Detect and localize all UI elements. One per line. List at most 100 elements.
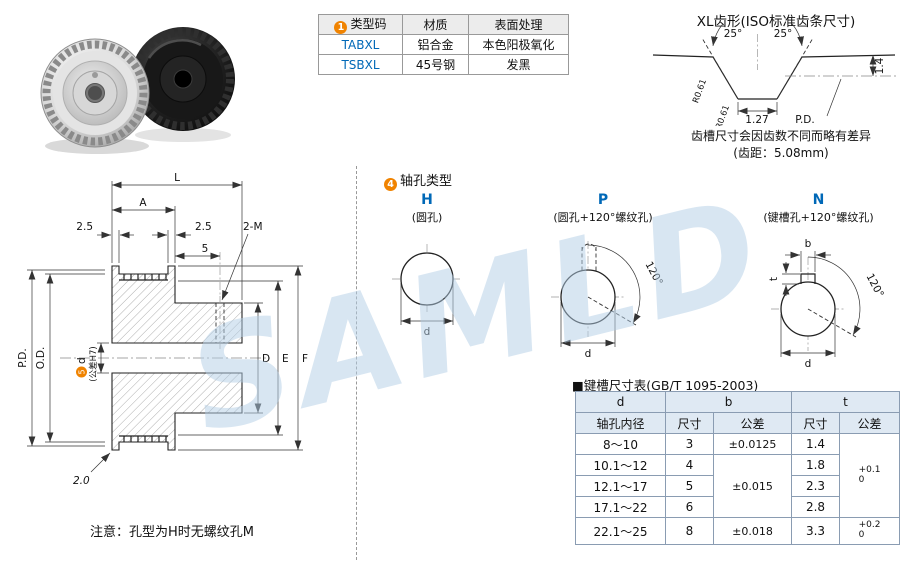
surface-cell: 本色阳极氧化 bbox=[468, 34, 569, 55]
extension-lines bbox=[111, 181, 243, 300]
hole-type-n-diagram: b t 120° d bbox=[768, 238, 886, 370]
tooth-profile-title: XL齿形(ISO标准齿条尺寸) bbox=[696, 14, 856, 30]
dim-E bbox=[178, 280, 283, 436]
h-dim-d bbox=[400, 283, 454, 325]
dim-label-PD: P.D. bbox=[17, 348, 29, 367]
kw-cell-t-size: 1.8 bbox=[791, 454, 840, 476]
hole-type-p-diagram: 120° d bbox=[551, 241, 665, 360]
material-header: 材质 bbox=[402, 14, 469, 35]
flange-thickness-leader bbox=[90, 452, 111, 473]
black-pulley-image bbox=[131, 27, 235, 142]
t-tol-lower: 0 bbox=[858, 474, 865, 485]
dim-label-A: A bbox=[139, 197, 147, 209]
body-upper-section bbox=[111, 265, 243, 344]
n-dim-t-label: t bbox=[768, 277, 780, 281]
table-row: TSBXL 45号钢 发黑 bbox=[318, 54, 569, 75]
kw-cell-t-size: 2.3 bbox=[791, 475, 840, 497]
tooth-note-line2: (齿距：5.08mm) bbox=[733, 146, 829, 161]
tooth-profile-diagram: 25° 25° R0.61 R0.61 1.27 P.D. 1.4 bbox=[652, 24, 898, 126]
hole-type-h-subtitle: (圆孔) bbox=[411, 211, 443, 224]
surface-header: 表面处理 bbox=[468, 14, 569, 35]
hole-type-n: N (键槽孔+120°螺纹孔) b t 120° d bbox=[726, 192, 911, 397]
hole-type-h-label: H bbox=[421, 192, 433, 208]
p-angle-arc bbox=[587, 244, 641, 324]
kw-cell-d: 8～10 bbox=[575, 433, 666, 455]
p-dim-d-label: d bbox=[585, 348, 592, 360]
kw-header-d: d bbox=[575, 391, 666, 413]
h-dim-d-label: d bbox=[424, 326, 431, 338]
n-keyway-notch bbox=[800, 273, 816, 284]
n-dim-t bbox=[782, 262, 800, 296]
angle-arc bbox=[711, 24, 804, 47]
hole-type-p-subtitle: (圆孔+120°螺纹孔) bbox=[553, 211, 653, 224]
n-dim-b bbox=[785, 251, 831, 272]
kw-cell-b-tol: ±0.018 bbox=[713, 517, 792, 545]
kw-cell-t-size: 3.3 bbox=[791, 517, 840, 545]
kw-cell-b-size: 6 bbox=[665, 496, 714, 518]
t-tol-lower: 0 bbox=[858, 530, 865, 540]
flank-extension-left bbox=[701, 37, 739, 100]
dim-label-flange-left: 2.5 bbox=[76, 221, 93, 233]
kw-header-t-tol: 公差 bbox=[839, 412, 900, 434]
section-divider bbox=[356, 166, 357, 560]
dim-label-F: F bbox=[302, 353, 308, 365]
hole-type-h: H (圆孔) d bbox=[372, 192, 482, 347]
dim-label-L: L bbox=[174, 172, 180, 184]
p-angle-label: 120° bbox=[642, 260, 664, 288]
kw-cell-t-size: 2.8 bbox=[791, 496, 840, 518]
hole-type-n-subtitle: (键槽孔+120°螺纹孔) bbox=[763, 211, 874, 224]
badge-5-icon bbox=[76, 366, 87, 378]
kw-cell-b-size: 8 bbox=[665, 517, 714, 545]
type-code-cell: TSBXL bbox=[318, 54, 403, 75]
pitch-label: P.D. bbox=[795, 114, 814, 126]
n-angle-label: 120° bbox=[863, 272, 885, 300]
kw-cell-b-tol: ±0.0125 bbox=[713, 433, 792, 455]
kw-cell-b-size: 3 bbox=[665, 433, 714, 455]
kw-cell-d: 12.1～17 bbox=[575, 475, 666, 497]
table-row: TABXL 铝合金 本色阳极氧化 bbox=[318, 34, 569, 55]
pulley-section-drawing: 2-M L A 2.5 2.5 5 P.D. O.D. 5 d (公差H7) bbox=[17, 172, 308, 487]
dim-label-E: E bbox=[282, 353, 289, 365]
kw-header-t-size: 尺寸 bbox=[791, 412, 840, 434]
bore-label-group: 5 d (公差H7) bbox=[76, 346, 99, 382]
kw-header-b-tol: 公差 bbox=[713, 412, 792, 434]
badge-1-icon: 1 bbox=[334, 21, 348, 34]
tooth-height-label: 1.4 bbox=[874, 57, 886, 74]
silver-pulley-image bbox=[40, 38, 150, 154]
kw-header-d-sub: 轴孔内径 bbox=[575, 412, 666, 434]
kw-header-t: t bbox=[791, 391, 900, 413]
keyway-header-row-1: d b t bbox=[575, 391, 900, 413]
dim-label-D: D bbox=[262, 353, 270, 365]
tooth-profile-note: 齿槽尺寸会因齿数不同而略有差异 (齿距：5.08mm) bbox=[650, 128, 912, 163]
radius-top-label: R0.61 bbox=[691, 78, 709, 105]
kw-cell-b-size: 5 bbox=[665, 475, 714, 497]
screw-leader bbox=[221, 233, 249, 301]
hole-types-title-label: 轴孔类型 bbox=[400, 174, 453, 189]
p-dim-d bbox=[560, 302, 616, 347]
keyway-table-title: ■键槽尺寸表(GB/T 1095-2003) bbox=[572, 378, 759, 393]
flank-extension-right bbox=[776, 37, 814, 100]
hole-type-p-label: P bbox=[597, 192, 609, 208]
bore-label: d bbox=[76, 357, 88, 364]
table-row: 17.1～22 6 2.8 bbox=[575, 496, 900, 518]
setscrew-hole-hidden-lines bbox=[215, 296, 225, 350]
n-angle-arc bbox=[807, 256, 861, 336]
kw-header-b-size: 尺寸 bbox=[665, 412, 714, 434]
teeth-serrations bbox=[119, 274, 168, 442]
tooth-note-line1: 齿槽尺寸会因齿数不同而略有差异 bbox=[690, 129, 871, 143]
kw-header-b: b bbox=[665, 391, 792, 413]
kw-cell-d: 22.1～25 bbox=[575, 517, 666, 545]
kw-cell-b-size: 4 bbox=[665, 454, 714, 476]
dim-D bbox=[244, 302, 263, 414]
dim-bore bbox=[97, 342, 109, 374]
type-code-header-label: 类型码 bbox=[350, 17, 387, 31]
tooth-width-label: 1.27 bbox=[745, 114, 768, 126]
n-second-hole-axis bbox=[807, 308, 857, 338]
